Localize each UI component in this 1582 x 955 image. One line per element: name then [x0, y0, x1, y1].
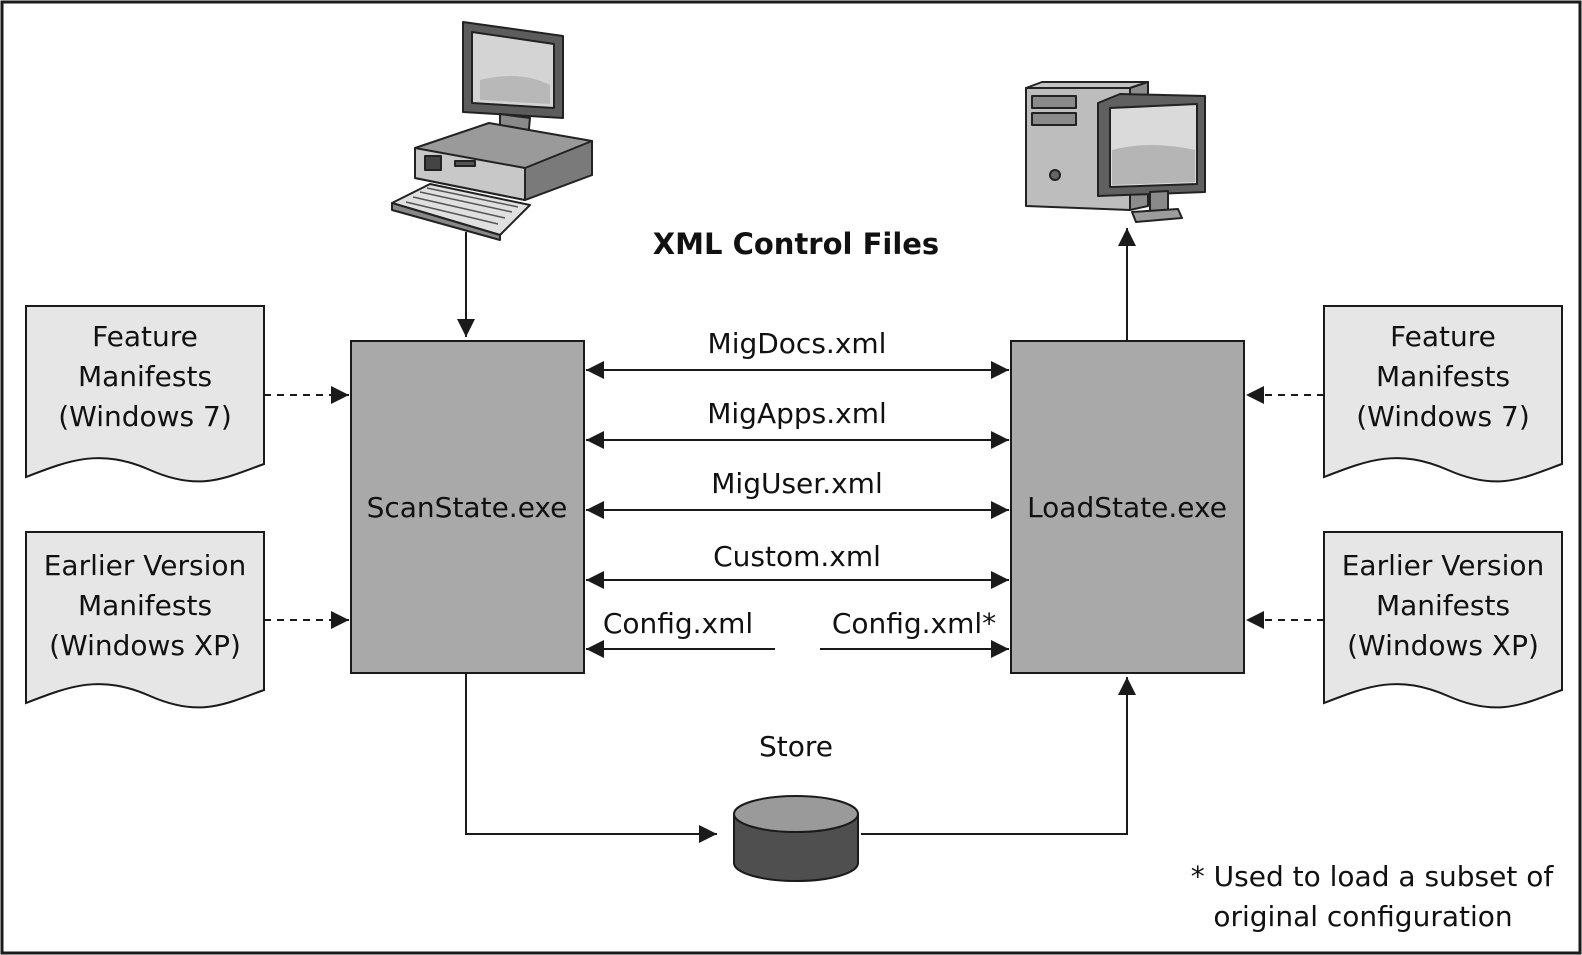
manifest-line: Feature — [1390, 320, 1496, 353]
xml-file-label: MigUser.xml — [711, 467, 883, 500]
manifest-line: Earlier Version — [1342, 549, 1545, 582]
xml-file-label: Custom.xml — [713, 540, 881, 573]
manifest-document: Earlier Version Manifests (Windows XP) — [25, 531, 265, 709]
footnote-line: original configuration — [1213, 900, 1512, 933]
footnote-line: * Used to load a subset of — [1191, 860, 1555, 893]
manifest-line: Manifests — [1376, 589, 1510, 622]
config-left-label: Config.xml — [603, 607, 753, 640]
diagram-title: XML Control Files — [653, 227, 939, 261]
store-label: Store — [759, 730, 833, 763]
tower-computer-icon — [1025, 81, 1206, 223]
manifest-line: (Windows XP) — [1347, 629, 1539, 662]
xml-file-connector: Custom.xml — [586, 540, 1009, 589]
config-right-label: Config.xml* — [832, 607, 996, 640]
manifest-line: (Windows 7) — [1356, 400, 1530, 433]
desktop-computer-icon — [391, 21, 593, 241]
xml-file-label: MigDocs.xml — [708, 327, 887, 360]
scanstate-label: ScanState.exe — [367, 491, 568, 524]
xml-file-connector: MigDocs.xml — [586, 327, 1009, 379]
store-to-loadstate-arrow — [861, 677, 1136, 835]
loadstate-label: LoadState.exe — [1027, 491, 1227, 524]
manifest-document: Feature Manifests (Windows 7) — [1323, 305, 1563, 483]
config-left-connector: Config.xml — [586, 607, 775, 658]
manifest-line: Manifests — [1376, 360, 1510, 393]
config-right-connector: Config.xml* — [820, 607, 1009, 658]
manifest-line: Earlier Version — [44, 549, 247, 582]
xml-file-connector: MigApps.xml — [586, 397, 1009, 449]
manifest-document: Feature Manifests (Windows 7) — [25, 305, 265, 483]
database-cylinder-icon — [733, 795, 859, 882]
manifest-line: Manifests — [78, 589, 212, 622]
manifest-document: Earlier Version Manifests (Windows XP) — [1323, 531, 1563, 709]
manifest-line: (Windows 7) — [58, 400, 232, 433]
scanstate-to-store-arrow — [465, 673, 717, 843]
scanstate-box: ScanState.exe — [350, 340, 585, 674]
loadstate-box: LoadState.exe — [1010, 340, 1245, 674]
xml-file-connector: MigUser.xml — [586, 467, 1009, 519]
manifest-line: (Windows XP) — [49, 629, 241, 662]
manifest-line: Manifests — [78, 360, 212, 393]
manifest-line: Feature — [92, 320, 198, 353]
xml-file-label: MigApps.xml — [707, 397, 887, 430]
